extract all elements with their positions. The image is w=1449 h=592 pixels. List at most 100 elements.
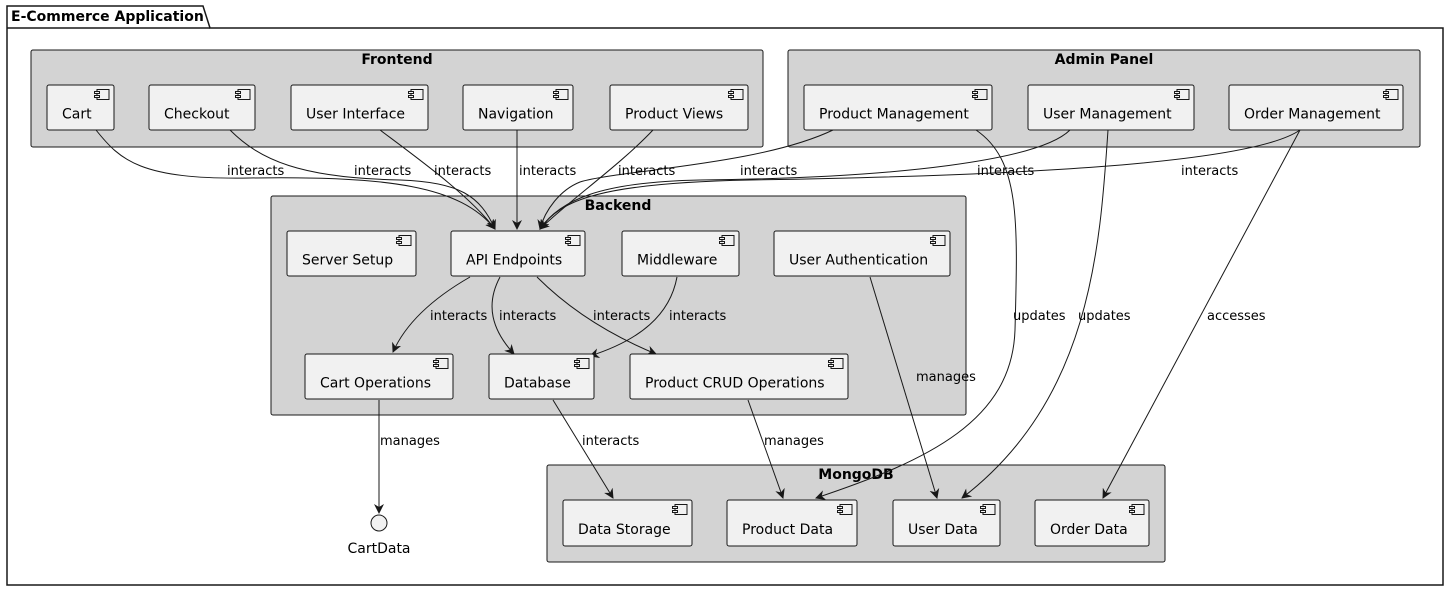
edge-label: interacts (519, 164, 577, 179)
interface-cartdata: CartData (347, 514, 411, 557)
component-user-management: User Management (1027, 84, 1195, 131)
component-label: Server Setup (302, 253, 393, 269)
component-label: User Authentication (789, 253, 928, 269)
edge-middleware-database (589, 276, 678, 359)
component-order-management: Order Management (1228, 84, 1404, 131)
edge-crud-productdata (747, 399, 785, 499)
edge-label: manages (764, 434, 824, 449)
edge-label: manages (380, 434, 440, 449)
edge-label: updates (1013, 309, 1066, 324)
component-icon (565, 235, 581, 246)
package-title: E-Commerce Application (11, 9, 204, 25)
component-label: User Interface (306, 107, 405, 123)
component-label: User Management (1043, 107, 1172, 123)
component-order-data: Order Data (1034, 499, 1150, 547)
component-user-data: User Data (892, 499, 1001, 547)
component-icon (94, 89, 110, 100)
component-icon (574, 358, 590, 369)
edge-label: interacts (434, 164, 492, 179)
component-label: Navigation (478, 107, 554, 123)
edge-label: interacts (977, 164, 1035, 179)
component-label: Product CRUD Operations (645, 376, 825, 392)
component-label: Product Data (742, 522, 833, 538)
component-icon (396, 235, 412, 246)
component-label: API Endpoints (466, 253, 562, 269)
group-title-admin: Admin Panel (1055, 52, 1154, 68)
edge-label: interacts (593, 309, 651, 324)
component-label: Cart Operations (320, 376, 431, 392)
component-icon (433, 358, 449, 369)
component-middleware: Middleware (621, 230, 740, 277)
group-title-backend: Backend (585, 198, 652, 214)
component-label: Data Storage (578, 522, 671, 538)
component-label: Cart (62, 107, 92, 123)
edge-cart-api (95, 129, 496, 230)
edge-usermgmt-api (539, 129, 1071, 230)
edge-label: interacts (1181, 164, 1239, 179)
component-icon (828, 358, 844, 369)
component-label: Product Management (819, 107, 969, 123)
component-api-endpoints: API Endpoints (450, 230, 586, 277)
component-icon (837, 504, 853, 515)
component-product-crud: Product CRUD Operations (629, 353, 849, 400)
component-icon (1174, 89, 1190, 100)
component-icon (980, 504, 996, 515)
edge-productviews-api (539, 129, 654, 230)
edge-label: accesses (1207, 309, 1266, 324)
edge-label: interacts (618, 164, 676, 179)
edge-label: updates (1078, 309, 1131, 324)
component-cart-operations: Cart Operations (304, 353, 454, 400)
component-label: User Data (908, 522, 978, 538)
edge-productmgmt-productdata (815, 129, 1017, 500)
edge-label: interacts (669, 309, 727, 324)
component-icon (235, 89, 251, 100)
edge-ordermgmt-api (539, 129, 1301, 230)
edge-api-database (491, 276, 515, 355)
component-navigation: Navigation (462, 84, 574, 131)
edge-database-datastorage (552, 399, 614, 499)
edge-label: interacts (227, 164, 285, 179)
component-icon (930, 235, 946, 246)
edge-ordermgmt-orderdata (1102, 129, 1301, 499)
component-checkout: Checkout (148, 84, 256, 131)
component-icon (553, 89, 569, 100)
component-label: Order Management (1244, 107, 1381, 123)
component-user-interface: User Interface (290, 84, 429, 131)
component-product-views: Product Views (609, 84, 749, 131)
component-label: Database (504, 376, 571, 392)
component-icon (672, 504, 688, 515)
component-icon (972, 89, 988, 100)
component-icon (408, 89, 424, 100)
component-cart: Cart (46, 84, 115, 131)
edge-label: interacts (582, 434, 640, 449)
group-title-mongodb: MongoDB (818, 467, 893, 483)
component-product-management: Product Management (803, 84, 993, 131)
edge-label: interacts (354, 164, 412, 179)
component-icon (719, 235, 735, 246)
component-icon (728, 89, 744, 100)
group-title-frontend: Frontend (361, 52, 432, 68)
edge-auth-userdata (869, 276, 940, 499)
edge-api-cartops (392, 276, 471, 353)
edge-label: interacts (499, 309, 557, 324)
edge-label: interacts (430, 309, 488, 324)
component-product-data: Product Data (726, 499, 858, 547)
component-label: Order Data (1050, 522, 1128, 538)
component-server-setup: Server Setup (286, 230, 417, 277)
component-label: Product Views (625, 107, 723, 123)
edge-usermgmt-userdata (961, 129, 1109, 499)
component-data-storage: Data Storage (562, 499, 693, 547)
component-label: Middleware (637, 253, 717, 269)
edge-checkout-api (229, 129, 496, 230)
edge-label: manages (916, 370, 976, 385)
component-label: Checkout (164, 107, 230, 123)
component-icon (1129, 504, 1145, 515)
edge-api-crud (536, 276, 657, 356)
edge-productmgmt-api (537, 129, 834, 230)
component-database: Database (488, 353, 595, 400)
edge-label: interacts (740, 164, 798, 179)
component-user-authentication: User Authentication (773, 230, 951, 277)
component-icon (1383, 89, 1399, 100)
